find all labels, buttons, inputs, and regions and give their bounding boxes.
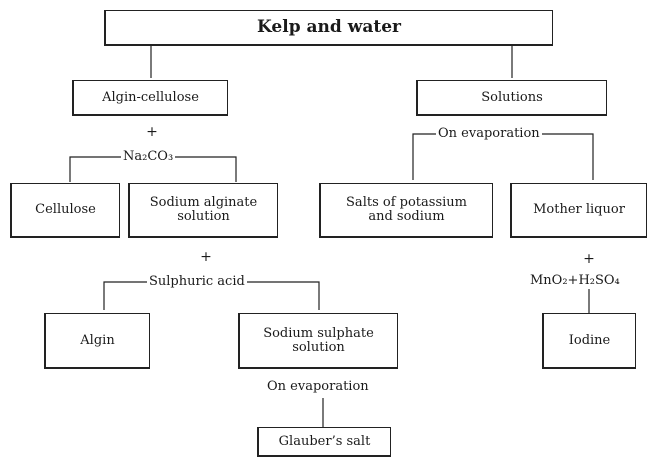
node-solutions: Solutions (416, 80, 607, 116)
plus-sign-3: + (583, 251, 595, 267)
plus-sign-1: + (146, 124, 158, 140)
node-sodium-alginate-solution: Sodium alginate solution (128, 183, 278, 238)
label-sulphuric-acid: Sulphuric acid (147, 274, 247, 289)
plus-sign-2: + (200, 249, 212, 265)
node-cellulose: Cellulose (10, 183, 120, 238)
node-algin-cellulose: Algin-cellulose (72, 80, 228, 116)
label-on-evaporation-top: On evaporation (436, 126, 542, 141)
node-mother-liquor: Mother liquor (510, 183, 647, 238)
node-sodium-sulphate-solution: Sodium sulphate solution (238, 313, 398, 369)
node-kelp-and-water: Kelp and water (104, 10, 553, 46)
label-na2co3: Na₂CO₃ (121, 149, 176, 164)
label-mno2-h2so4: MnO₂+H₂SO₄ (530, 273, 620, 288)
node-salts-potassium-sodium: Salts of potassium and sodium (319, 183, 493, 238)
node-algin: Algin (44, 313, 150, 369)
node-glaubers-salt: Glauber’s salt (257, 427, 391, 457)
node-iodine: Iodine (542, 313, 636, 369)
label-on-evaporation-bottom: On evaporation (267, 379, 369, 394)
